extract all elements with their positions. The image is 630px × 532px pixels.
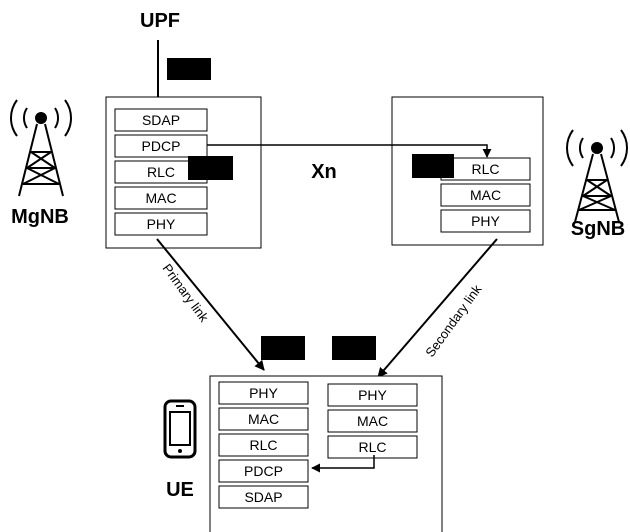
secondary-link-arrow — [377, 238, 498, 378]
mgnb-label: MgNB — [11, 206, 69, 228]
redacted-block — [167, 58, 211, 80]
layer-rlc-label: RLC — [249, 437, 277, 453]
mgnb-protocol-stack: SDAP PDCP RLC MAC PHY — [114, 108, 208, 236]
sgnb-tower-icon — [566, 129, 628, 223]
secondary-link-label: Secondary link — [422, 282, 485, 360]
layer-pdcp-label: PDCP — [142, 138, 181, 154]
layer-mac-box — [440, 183, 531, 207]
layer-sdap-label: SDAP — [244, 489, 282, 505]
layer-mac-label: MAC — [470, 187, 501, 203]
layer-phy-box — [114, 212, 208, 236]
ue-primary-protocol-stack: PHY MAC RLC PDCP SDAP — [218, 381, 309, 509]
layer-phy-label: PHY — [358, 387, 387, 403]
layer-mac-label: MAC — [248, 411, 279, 427]
xn-label: Xn — [311, 161, 337, 183]
redacted-block — [332, 336, 376, 360]
layer-phy-label: PHY — [471, 213, 500, 229]
primary-link-label: Primary link — [160, 261, 212, 325]
redacted-block — [412, 154, 454, 178]
mgnb-tower-icon — [10, 99, 72, 197]
layer-rlc-label: RLC — [147, 164, 175, 180]
layer-pdcp-box — [218, 459, 309, 483]
upf-label: UPF — [140, 10, 180, 32]
layer-mac-box — [218, 407, 309, 431]
layer-rlc-label: RLC — [471, 161, 499, 177]
layer-phy-box — [440, 209, 531, 233]
layer-rlc-label: RLC — [358, 439, 386, 455]
sgnb-label: SgNB — [571, 218, 625, 240]
layer-sdap-box — [114, 108, 208, 132]
redacted-block — [188, 156, 233, 180]
redacted-block — [261, 336, 305, 360]
layer-rlc-box — [327, 435, 418, 459]
ue-secondary-protocol-stack: PHY MAC RLC — [327, 383, 418, 459]
layer-rlc-box — [218, 433, 309, 457]
layer-sdap-box — [218, 485, 309, 509]
layer-phy-box — [218, 381, 309, 405]
ue-rlc-to-pdcp-arrow — [311, 455, 375, 473]
primary-link-arrow — [156, 238, 265, 371]
layer-pdcp-box — [114, 134, 208, 158]
ue-label: UE — [166, 479, 194, 501]
layer-mac-box — [327, 409, 418, 433]
sgnb-protocol-stack: RLC MAC PHY — [440, 157, 531, 233]
layer-phy-box — [327, 383, 418, 407]
layer-sdap-label: SDAP — [142, 112, 180, 128]
layer-mac-label: MAC — [145, 190, 176, 206]
layer-phy-label: PHY — [147, 216, 176, 232]
layer-mac-label: MAC — [357, 413, 388, 429]
layer-phy-label: PHY — [249, 385, 278, 401]
layer-mac-box — [114, 186, 208, 210]
xn-pdcp-to-rlc-arrow — [207, 144, 492, 158]
layer-pdcp-label: PDCP — [244, 463, 283, 479]
smartphone-icon — [163, 399, 197, 459]
